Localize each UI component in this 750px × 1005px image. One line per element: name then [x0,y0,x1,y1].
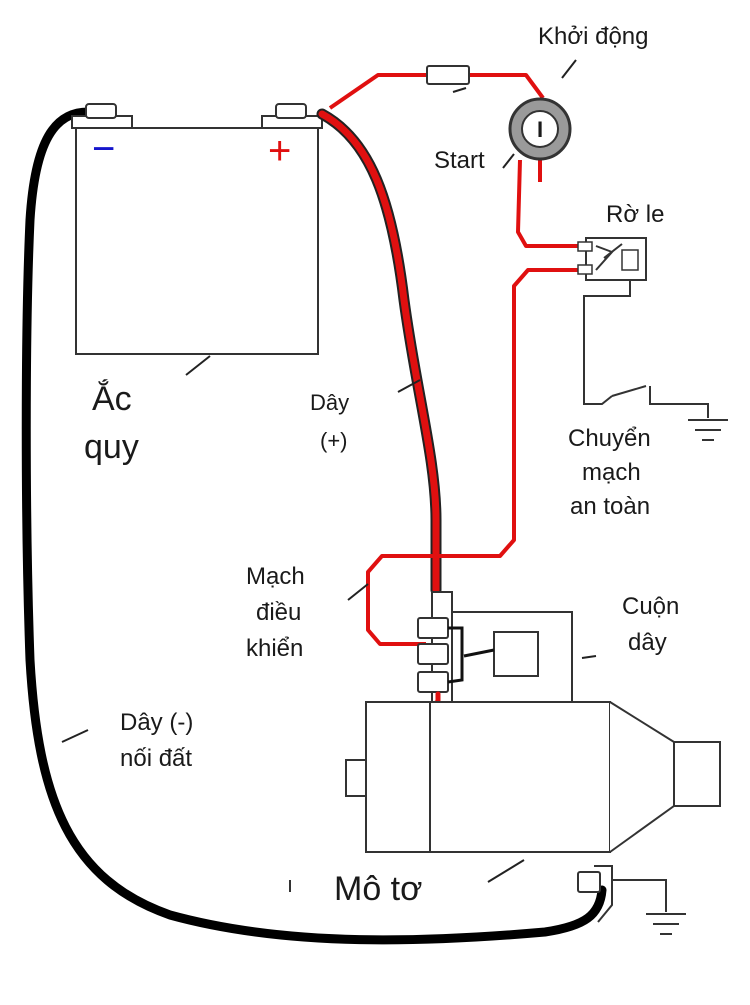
relay-to-safety-switch-wire [583,280,631,405]
label-solenoid-line2: dây [628,629,667,656]
motor-leader-line [487,859,525,883]
ignition-to-relay-wire [516,159,586,248]
label-control-circuit-line2: điều [256,599,301,626]
starter-motor [365,701,611,853]
safety-switch-ground-icon [688,419,728,441]
solenoid-plunger [447,626,495,684]
label-safety-switch-line1: Chuyển [568,425,651,452]
label-control-circuit-line1: Mạch [246,563,305,590]
solenoid-terminals [417,617,449,693]
label-ignition: Khởi động [538,23,648,50]
label-safety-switch-line3: an toàn [570,493,650,520]
ignition-leader-line [561,59,577,79]
control-circuit-leader-line [347,583,369,601]
label-ground-cable-line2: nối đất [120,745,192,772]
label-battery-line2: quy [84,428,139,466]
battery-leader-line [185,355,211,376]
label-safety-switch-line2: mạch [582,459,641,486]
safety-switch [611,385,709,418]
ignition-switch-symbol: I [537,117,543,142]
label-control-circuit-line3: khiển [246,635,303,662]
label-ground-cable-line1: Dây (-) [120,709,193,736]
solenoid-coil [493,631,539,677]
label-positive-cable-line1: Dây [310,390,349,415]
label-battery-line1: Ắc [92,380,132,418]
fuse-leader-line [452,87,467,93]
battery-terminal-negative [85,103,117,119]
label-motor: Mô tơ [334,870,422,908]
label-relay: Rờ le [606,201,664,228]
relay-coil [621,249,639,271]
battery-terminal-positive [275,103,307,119]
motor-ground-wire [612,879,667,912]
label-positive-cable-line2: (+) [320,428,348,453]
fuse [426,65,470,85]
motor-end-terminal [345,759,367,797]
fuse-wire [328,73,545,110]
motor-ground-icon [646,913,686,935]
motor-nose-cone [609,701,721,853]
solenoid-leader-line [581,655,597,659]
ignition-switch-inner [521,110,559,148]
negative-ground-cable [21,107,607,945]
label-solenoid-line1: Cuộn [622,593,679,620]
motor-ground-bracket [594,865,613,923]
motor-ground-bolt [577,871,601,893]
positive-main-cable [318,110,440,594]
relay-pin-2 [577,264,593,275]
relay-pin-1 [577,241,593,252]
label-start: Start [434,147,485,174]
ground-cable-leader-line [61,729,89,743]
start-leader-line [502,153,515,169]
battery-minus-sign: − [92,127,115,171]
relay-to-solenoid-wire [366,268,586,646]
battery-plus-sign: + [268,129,291,173]
positive-cable-leader-line [397,379,421,393]
relay-contacts [595,243,623,271]
battery [75,127,319,355]
